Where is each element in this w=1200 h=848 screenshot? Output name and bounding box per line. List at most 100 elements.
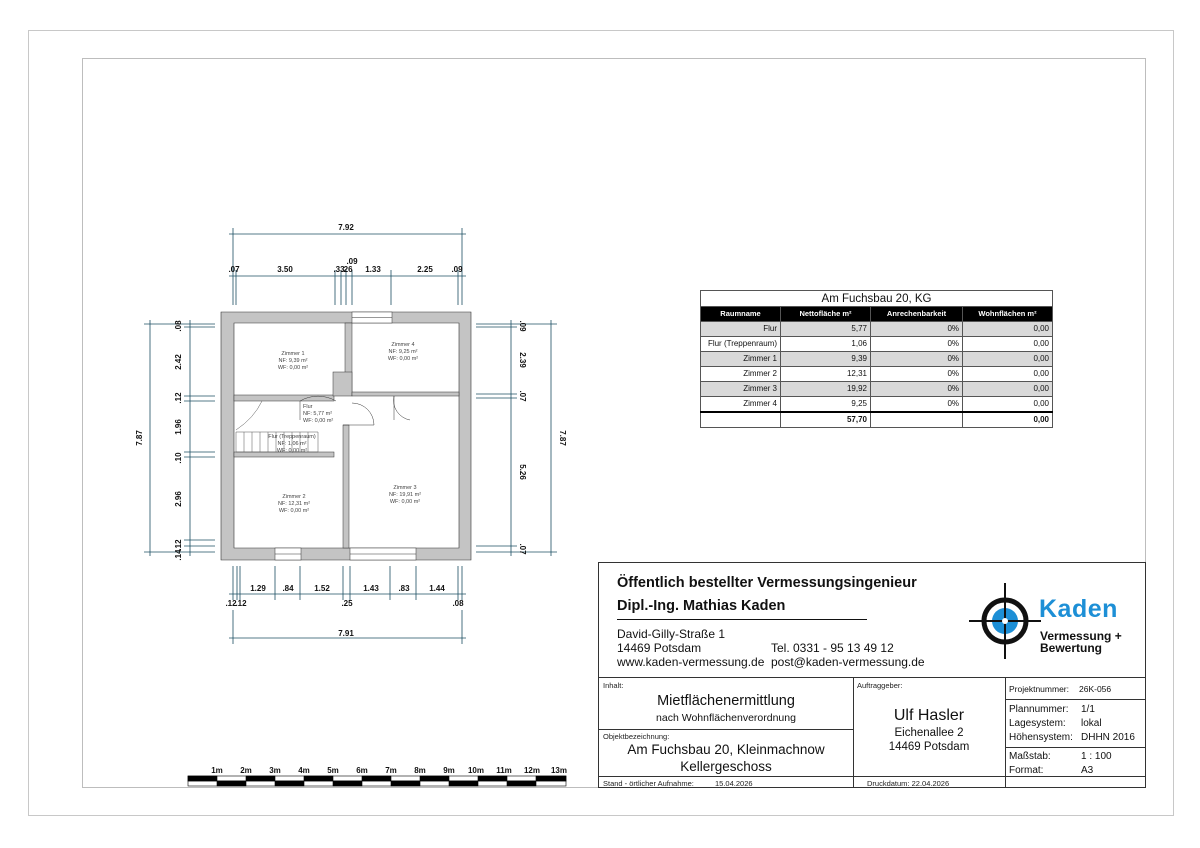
cell: 19,92 [780,381,871,397]
format-value: A3 [1081,765,1094,776]
dim-label: .07 [518,390,527,402]
dim-label: .07 [518,543,527,555]
divider [617,619,867,620]
room-nf: NF: 1,06 m² [277,441,306,447]
scale-bar [187,775,567,787]
dim-bottom-overall: 7.91 [338,629,354,638]
objekt-label: Objektbezeichnung: [603,732,670,741]
scale-value: 1 : 100 [1081,751,1112,762]
project-number: 26K-056 [1079,684,1112,694]
dim-label: .07 [228,265,240,274]
dim-label: 1.96 [174,419,183,435]
table-row: Flur 5,77 0% 0,00 [700,321,1054,337]
dim-label: 1.44 [429,584,445,593]
scale-label: 3m [269,766,281,775]
cell: Zimmer 3 [700,381,781,397]
height-system: DHHN 2016 [1081,732,1135,743]
cell: 1,06 [780,336,871,352]
dim-label: .12 [174,392,183,404]
stand-label: Stand - örtlicher Aufnahme: [603,779,694,788]
format-label: Format: [1009,765,1044,776]
walls [220,311,472,561]
scale-label: 13m [551,766,567,775]
print-date: Druckdatum: 22.04.2026 [867,779,950,788]
dim-label: .14 [174,549,183,561]
area-table-title: Am Fuchsbau 20, KG [699,290,1054,307]
cell: 0,00 [961,396,1054,413]
cell: Zimmer 1 [700,351,781,367]
table-row: Flur (Treppenraum) 1,06 0% 0,00 [700,336,1054,352]
scale-label: 2m [240,766,252,775]
dim-label: 5.26 [518,464,527,480]
address-city: 14469 Potsdam [617,641,702,655]
dim-label: .84 [282,584,294,593]
dim-label: .12 [235,599,247,608]
room-nf: NF: 19,91 m² [389,492,421,498]
cell: 12,31 [780,366,871,382]
title-block: Öffentlich bestellter Vermessungsingenie… [598,562,1146,788]
divider [1005,699,1145,700]
cell: 0% [870,396,963,413]
col-header: Raumname [700,306,781,322]
logo-wordmark: Kaden [1039,595,1118,623]
logo-subtitle-line: Vermessung + [1040,629,1122,643]
cell: 5,77 [780,321,871,337]
surveyor-name: Dipl.-Ing. Mathias Kaden [617,598,786,614]
logo-subtitle: Vermessung + Bewertung [1040,630,1122,654]
dim-label: 3.50 [277,265,293,274]
room-nf: NF: 9,39 m² [278,358,307,364]
room-wf: WF: 0,00 m² [277,448,307,454]
cell: Zimmer 2 [700,366,781,382]
cell: 9,25 [780,396,871,413]
cell: 0% [870,321,963,337]
total-living-area: 0,00 [961,411,1054,428]
dim-label: 1.52 [314,584,330,593]
cell [870,411,963,428]
col-header: Anrechenbarkeit [870,306,963,322]
dim-label: 2.42 [174,354,183,370]
object-line-1: Am Fuchsbau 20, Kleinmachnow [627,742,825,757]
cell: 0,00 [961,366,1054,382]
dim-label: .25 [341,599,353,608]
client-street: Eichenallee 2 [894,727,964,739]
dim-left-overall: 7.87 [135,430,144,446]
dim-label: .08 [174,320,183,332]
cell: 9,39 [780,351,871,367]
room-wf: WF: 0,00 m² [388,356,418,362]
cell: Flur [700,321,781,337]
project-number-label: Projektnummer: [1009,684,1069,694]
cell: 0,00 [961,321,1054,337]
room-wf: WF: 0,00 m² [303,418,333,424]
dim-label: .09 [346,257,358,266]
room-name: Flur [303,404,313,410]
sheet-border [28,30,1174,816]
position-system-label: Lagesystem: [1009,718,1066,729]
table-row: Zimmer 2 12,31 0% 0,00 [700,366,1054,382]
table-row: Zimmer 1 9,39 0% 0,00 [700,351,1054,367]
dim-top-overall: 7.92 [338,223,354,232]
cell: 0,00 [961,381,1054,397]
stand-date: 15.04.2026 [715,779,753,788]
scale-label: 6m [356,766,368,775]
client-name: Ulf Hasler [893,707,965,724]
dim-label: 2.96 [174,491,183,507]
content-title: Mietflächenermittlung [657,693,795,709]
room-nf: NF: 12,31 m² [278,501,310,507]
total-net-area: 57,70 [780,411,871,428]
inhalt-label: Inhalt: [603,681,624,690]
room-name: Zimmer 2 [282,494,305,500]
room-name: Zimmer 3 [393,485,416,491]
object-line-2: Kellergeschoss [680,759,772,774]
cell: 0% [870,381,963,397]
cell [700,411,781,428]
room-labels: Zimmer 1 NF: 9,39 m² WF: 0,00 m² Zimmer … [268,342,421,514]
divider [599,776,1145,777]
area-table: Am Fuchsbau 20, KG Raumname Nettofläche … [699,290,1054,428]
dim-label: .08 [452,599,464,608]
room-nf: NF: 9,25 m² [388,349,417,355]
scale-label: 4m [298,766,310,775]
dim-label: 1.43 [363,584,379,593]
address-street: David-Gilly-Straße 1 [617,627,726,641]
auftraggeber-label: Auftraggeber: [857,681,903,690]
col-header: Nettofläche m² [780,306,871,322]
